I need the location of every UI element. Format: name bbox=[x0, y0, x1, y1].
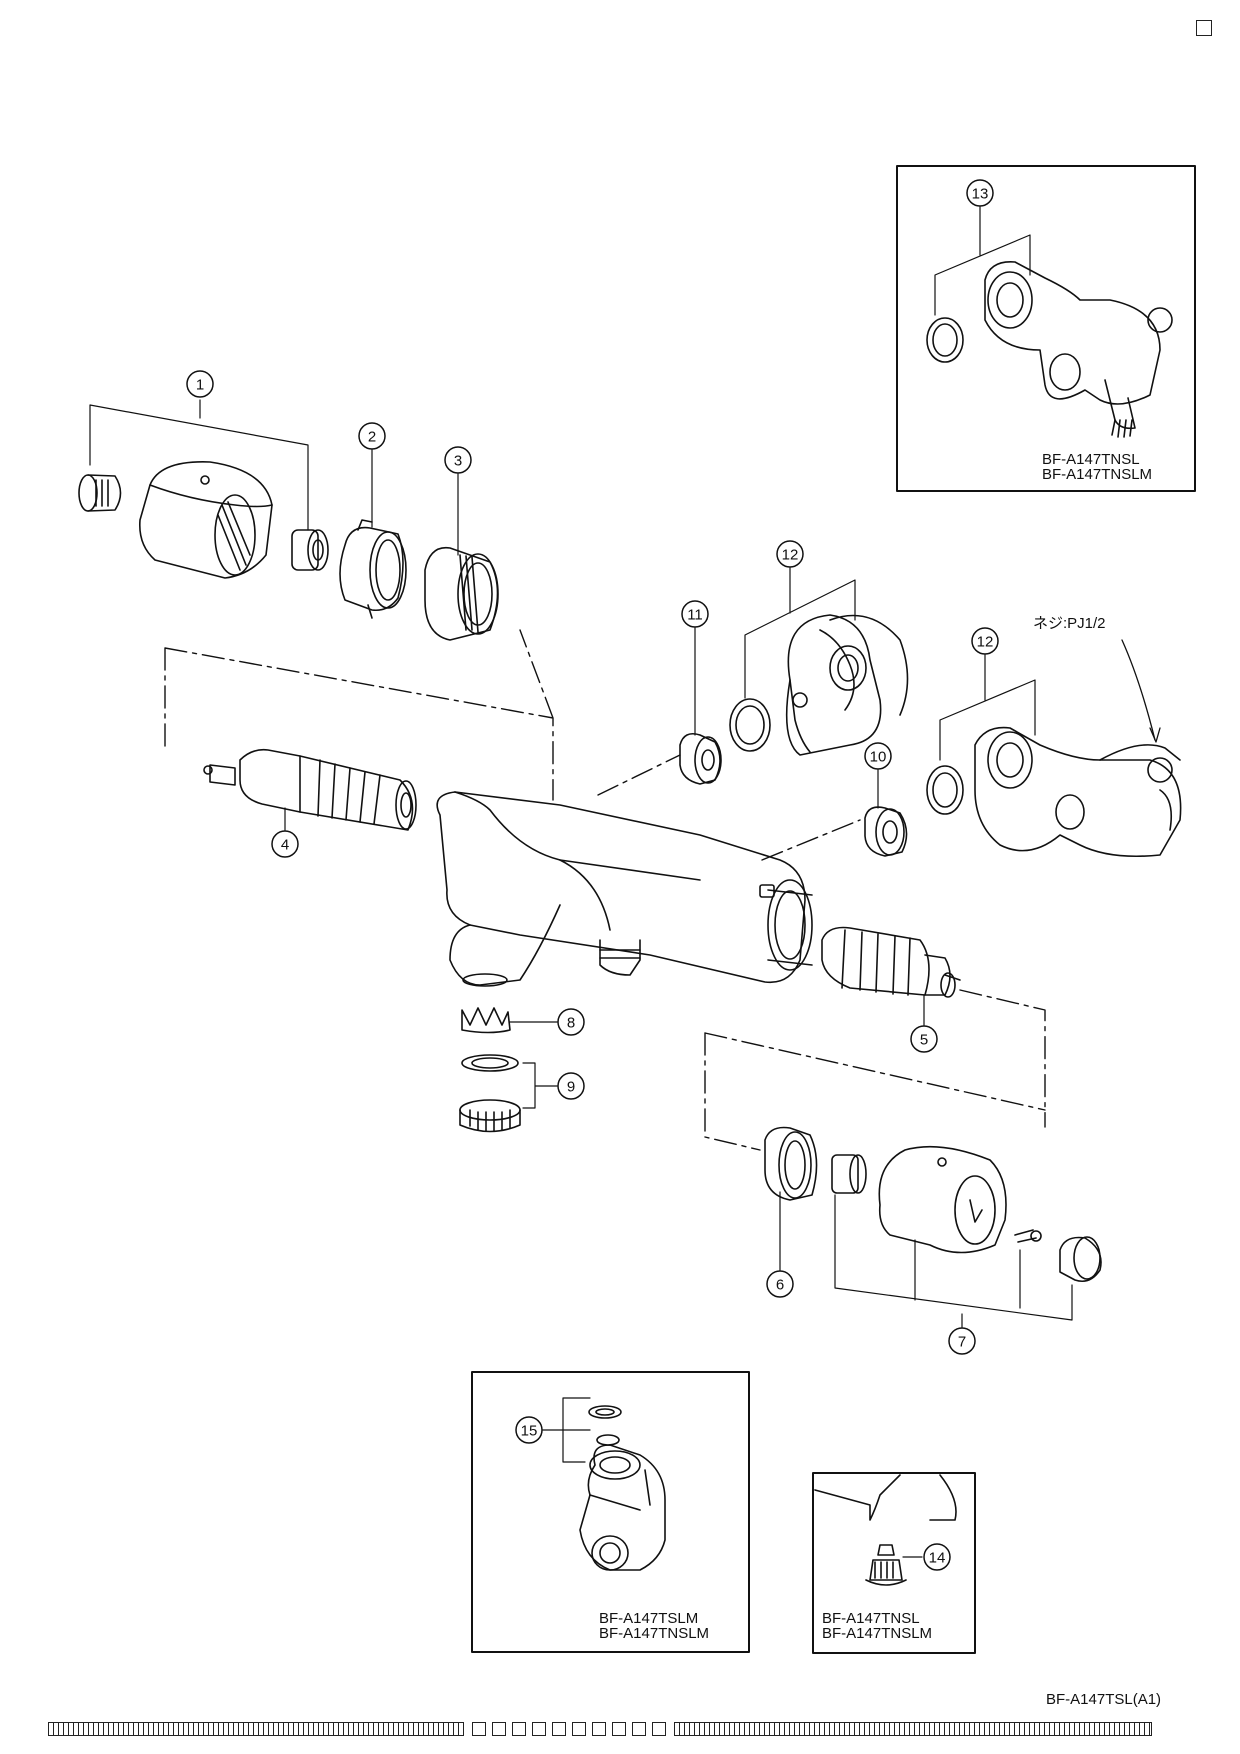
part-13-bracket bbox=[934, 206, 1031, 316]
inset-13-model-1: BF-A147TNSL bbox=[1042, 451, 1140, 468]
footer-strip bbox=[48, 1721, 1198, 1737]
part-8-strainer bbox=[461, 1007, 511, 1034]
inset-14-model-2: BF-A147TNSLM bbox=[822, 1625, 933, 1642]
part-12-bracket-upper bbox=[744, 567, 856, 699]
part-3-adapter bbox=[424, 546, 499, 641]
mixer-body bbox=[436, 791, 813, 987]
callout-11: 11 bbox=[687, 607, 703, 624]
part-1-handle bbox=[78, 461, 329, 579]
callout-10: 10 bbox=[870, 749, 887, 766]
assembly-axis-line-2 bbox=[704, 989, 1046, 1151]
footer-box bbox=[632, 1722, 646, 1736]
callout-13: 13 bbox=[972, 186, 989, 203]
part-10-valve bbox=[864, 806, 908, 857]
footer-box bbox=[472, 1722, 486, 1736]
inset-15-model-1: BF-A147TSLM bbox=[599, 1610, 699, 1627]
part-2-ring bbox=[339, 519, 407, 619]
axis-line-11 bbox=[597, 754, 681, 796]
thread-note-label: ネジ:PJ1/2 bbox=[1033, 615, 1106, 632]
part-1-bracket bbox=[89, 399, 309, 531]
footer-box bbox=[532, 1722, 546, 1736]
part-7-bracket bbox=[834, 1194, 1073, 1328]
callout-15: 15 bbox=[521, 1423, 538, 1440]
part-15-adapter bbox=[579, 1405, 666, 1571]
inset-14-model-1: BF-A147TNSL bbox=[822, 1610, 920, 1627]
part-12-elbow-upper bbox=[729, 614, 909, 756]
inset-14-models: BF-A147TNSL BF-A147TNSLM bbox=[822, 1611, 932, 1641]
footer-strip-right bbox=[674, 1722, 1152, 1736]
assembly-axis-line-1 bbox=[164, 629, 554, 801]
part-12-bracket-lower bbox=[939, 654, 1036, 761]
callout-1: 1 bbox=[196, 377, 204, 394]
callout-3: 3 bbox=[454, 453, 462, 470]
thread-note-arrow bbox=[1121, 639, 1156, 741]
footer-box bbox=[652, 1722, 666, 1736]
callout-8: 8 bbox=[567, 1015, 575, 1032]
inset-13-model-2: BF-A147TNSLM bbox=[1042, 466, 1153, 483]
inset-14-frame bbox=[812, 1472, 976, 1654]
part-9-bracket bbox=[522, 1062, 558, 1109]
part-14-valve bbox=[814, 1474, 957, 1586]
callout-12-lower: 12 bbox=[977, 634, 994, 651]
part-4-cartridge bbox=[203, 748, 417, 831]
part-12-elbow-lower bbox=[926, 726, 1182, 858]
footer-box bbox=[572, 1722, 586, 1736]
callout-12-upper: 12 bbox=[782, 547, 799, 564]
inset-15-models: BF-A147TSLM BF-A147TNSLM bbox=[599, 1611, 709, 1641]
callout-14: 14 bbox=[929, 1550, 946, 1567]
part-9-aerator bbox=[459, 1054, 521, 1133]
part-7-handle bbox=[831, 1145, 1102, 1283]
document-code: BF-A147TSL(A1) bbox=[1046, 1691, 1162, 1708]
footer-box bbox=[492, 1722, 506, 1736]
inset-15-frame bbox=[471, 1371, 750, 1653]
footer-box bbox=[592, 1722, 606, 1736]
callout-9: 9 bbox=[567, 1079, 575, 1096]
callout-2: 2 bbox=[368, 429, 376, 446]
callout-circles bbox=[186, 179, 999, 1571]
part-13-elbow bbox=[926, 261, 1173, 438]
callout-7: 7 bbox=[958, 1334, 966, 1351]
part-15-bracket bbox=[542, 1397, 591, 1463]
axis-line-10 bbox=[761, 819, 861, 861]
corner-checkbox bbox=[1196, 20, 1212, 36]
footer-strip-left bbox=[48, 1722, 464, 1736]
footer-box bbox=[552, 1722, 566, 1736]
part-5-cartridge bbox=[821, 926, 961, 998]
footer-box bbox=[512, 1722, 526, 1736]
footer-strip-boxes bbox=[472, 1722, 666, 1736]
callout-5: 5 bbox=[920, 1032, 928, 1049]
part-6-nut bbox=[764, 1126, 818, 1201]
inset-13-frame bbox=[896, 165, 1196, 492]
inset-15-model-2: BF-A147TNSLM bbox=[599, 1625, 710, 1642]
inset-13-models: BF-A147TNSL BF-A147TNSLM bbox=[1042, 452, 1152, 482]
callout-4: 4 bbox=[281, 837, 289, 854]
part-11-valve bbox=[679, 732, 722, 785]
footer-box bbox=[612, 1722, 626, 1736]
callout-6: 6 bbox=[776, 1277, 784, 1294]
